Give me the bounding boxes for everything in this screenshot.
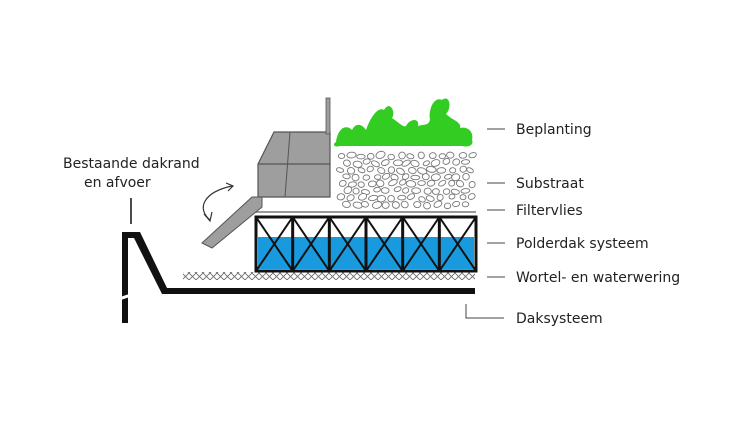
layer-label-daksysteem: Daksysteem: [516, 311, 603, 327]
root-water-barrier: [183, 272, 475, 280]
label-leaders: [465, 128, 505, 319]
substrate: [335, 150, 477, 210]
layer-label-filtervlies: Filtervlies: [516, 203, 583, 219]
layer-label-beplanting: Beplanting: [516, 122, 592, 138]
left-label-line2: en afvoer: [84, 175, 151, 191]
left-label-line1: Bestaande dakrand: [63, 156, 200, 172]
roof-edge-break: [115, 292, 135, 302]
rotate-arrow-icon: [202, 182, 235, 223]
layer-label-polderdak: Polderdak systeem: [516, 236, 649, 252]
layer-label-substraat: Substraat: [516, 176, 584, 192]
drain-outlet: [201, 97, 331, 249]
polder-roof-system: [254, 215, 478, 273]
layer-label-wortelwering: Wortel- en waterwering: [516, 270, 680, 286]
planting: [333, 98, 473, 147]
